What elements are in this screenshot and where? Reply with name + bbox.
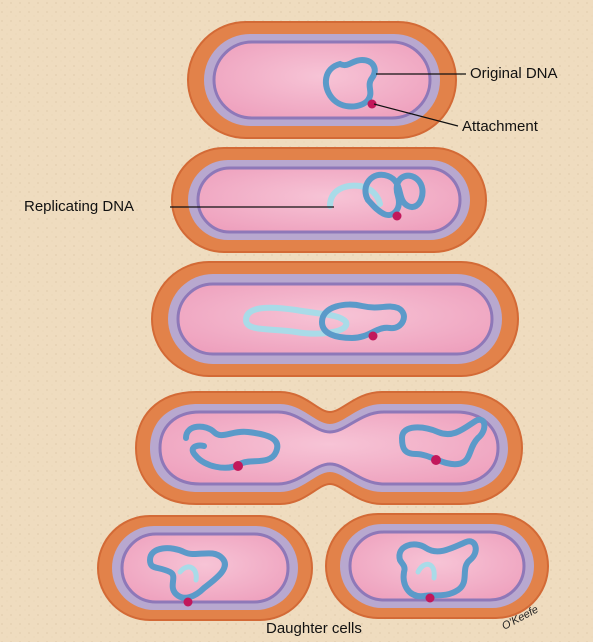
attachment-point — [431, 455, 441, 465]
attachment-point — [369, 332, 378, 341]
label-original-dna: Original DNA — [470, 65, 558, 82]
label-replicating-dna: Replicating DNA — [24, 198, 134, 215]
attachment-point — [184, 598, 193, 607]
cell-original — [188, 22, 456, 138]
label-attachment: Attachment — [462, 118, 538, 135]
cell-replicating — [172, 148, 486, 252]
cell-elongating — [152, 262, 518, 376]
daughter-cell-left — [98, 516, 312, 620]
daughter-cell-right — [326, 514, 548, 618]
attachment-point — [233, 461, 243, 471]
attachment-point — [426, 594, 435, 603]
attachment-point — [393, 212, 402, 221]
label-daughter-cells: Daughter cells — [266, 620, 362, 637]
